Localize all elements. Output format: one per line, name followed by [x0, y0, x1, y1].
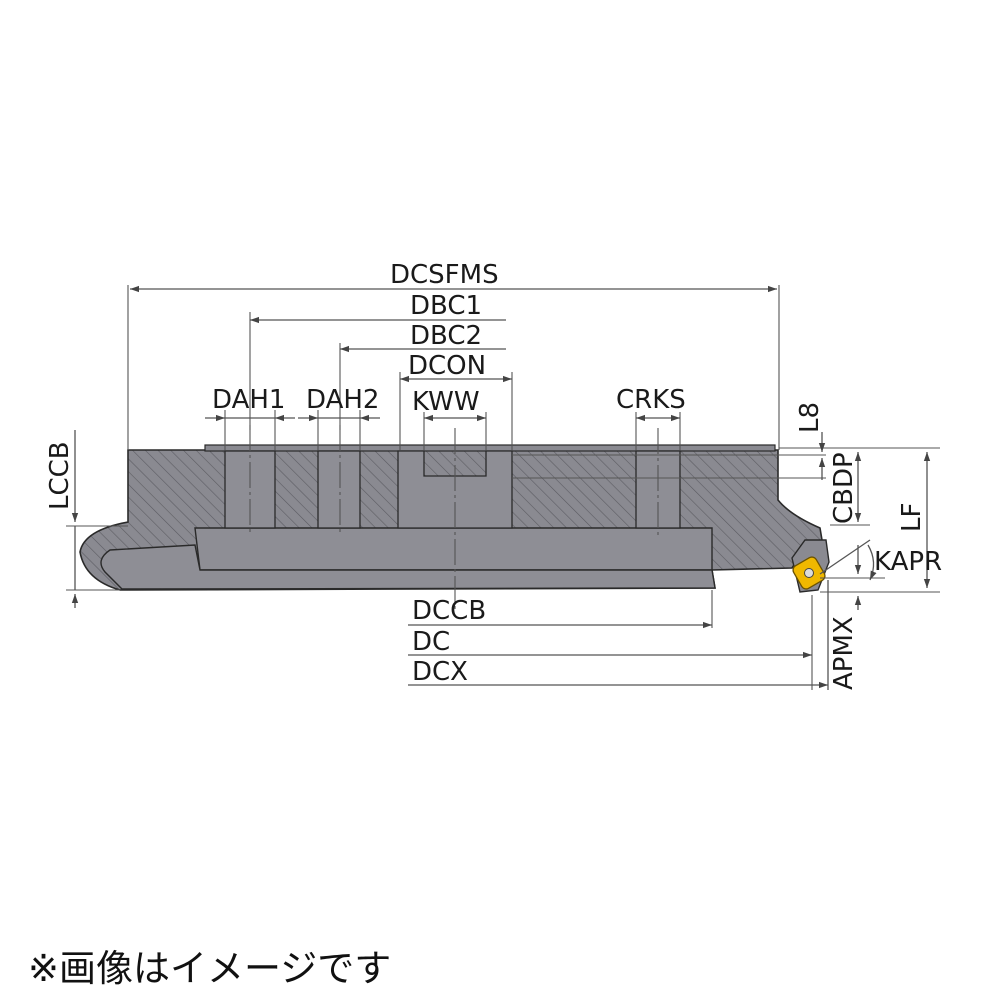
label-dbc1: DBC1: [410, 291, 482, 321]
label-lf: LF: [897, 503, 927, 532]
dimension-lines: [71, 285, 931, 690]
label-dah1: DAH1: [212, 385, 285, 415]
label-cbdp: CBDP: [829, 452, 859, 524]
label-dah2: DAH2: [306, 385, 379, 415]
center-lines: [249, 425, 659, 612]
label-dccb: DCCB: [412, 596, 486, 626]
label-crks: CRKS: [616, 385, 686, 415]
extension-lines: [66, 285, 940, 690]
label-dcsfms: DCSFMS: [390, 260, 499, 290]
label-l8: L8: [795, 402, 825, 433]
label-dc: DC: [412, 627, 450, 657]
label-kww: KWW: [412, 387, 480, 417]
image-disclaimer-caption: ※画像はイメージです: [28, 947, 392, 990]
center-bore-cavity: [194, 527, 713, 571]
hole-dah2: [317, 450, 361, 529]
insert-screw: [804, 568, 814, 578]
label-dcon: DCON: [408, 351, 486, 381]
label-dcx: DCX: [412, 657, 468, 687]
top-step: [204, 444, 776, 452]
dimension-labels: DCSFMS DBC1 DBC2 DCON DAH1 DAH2 KWW CRKS…: [45, 260, 942, 690]
label-apmx: APMX: [829, 616, 859, 690]
label-kapr: KAPR: [874, 547, 942, 577]
bottom-relief: [100, 544, 716, 590]
label-dbc2: DBC2: [410, 321, 482, 351]
label-lccb: LCCB: [45, 441, 75, 510]
